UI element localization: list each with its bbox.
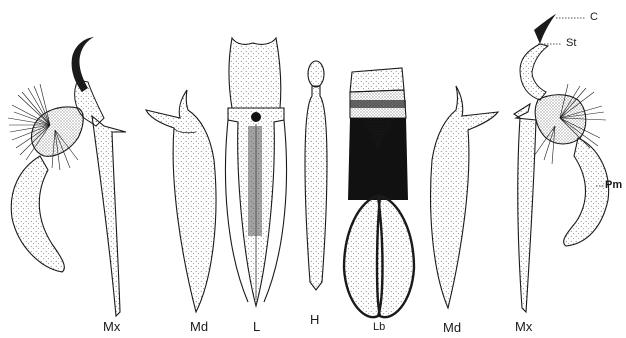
label-lb: Lb xyxy=(373,322,385,333)
labium xyxy=(225,38,286,306)
maxilla-right-cardo-hook xyxy=(534,14,556,44)
mandible-left xyxy=(146,90,216,312)
maxilla-left-palp xyxy=(11,156,64,272)
labrum-lobe-right xyxy=(377,196,414,317)
label-md-right: Md xyxy=(443,321,461,334)
label-l: L xyxy=(253,320,260,333)
maxilla-left xyxy=(8,37,126,316)
mandible-right xyxy=(431,86,498,308)
label-c: C xyxy=(590,12,598,23)
maxilla-right-stipes xyxy=(535,95,586,144)
maxilla-left-lacinia xyxy=(92,116,126,316)
maxilla-right-lacinia xyxy=(514,104,536,312)
maxilla-right-palp xyxy=(564,138,609,246)
maxilla-left-stipes xyxy=(32,107,84,156)
labrum-top-plate xyxy=(350,68,404,92)
label-st: St xyxy=(566,38,576,49)
hypopharynx xyxy=(305,61,327,290)
labium-mentum xyxy=(229,38,281,108)
maxilla-right xyxy=(514,14,609,312)
label-mx-left: Mx xyxy=(103,320,120,333)
labrum xyxy=(344,68,414,317)
label-md-left: Md xyxy=(190,320,208,333)
label-pm: Pm xyxy=(605,180,622,191)
label-mx-right: Mx xyxy=(515,320,532,333)
label-h: H xyxy=(310,313,319,326)
